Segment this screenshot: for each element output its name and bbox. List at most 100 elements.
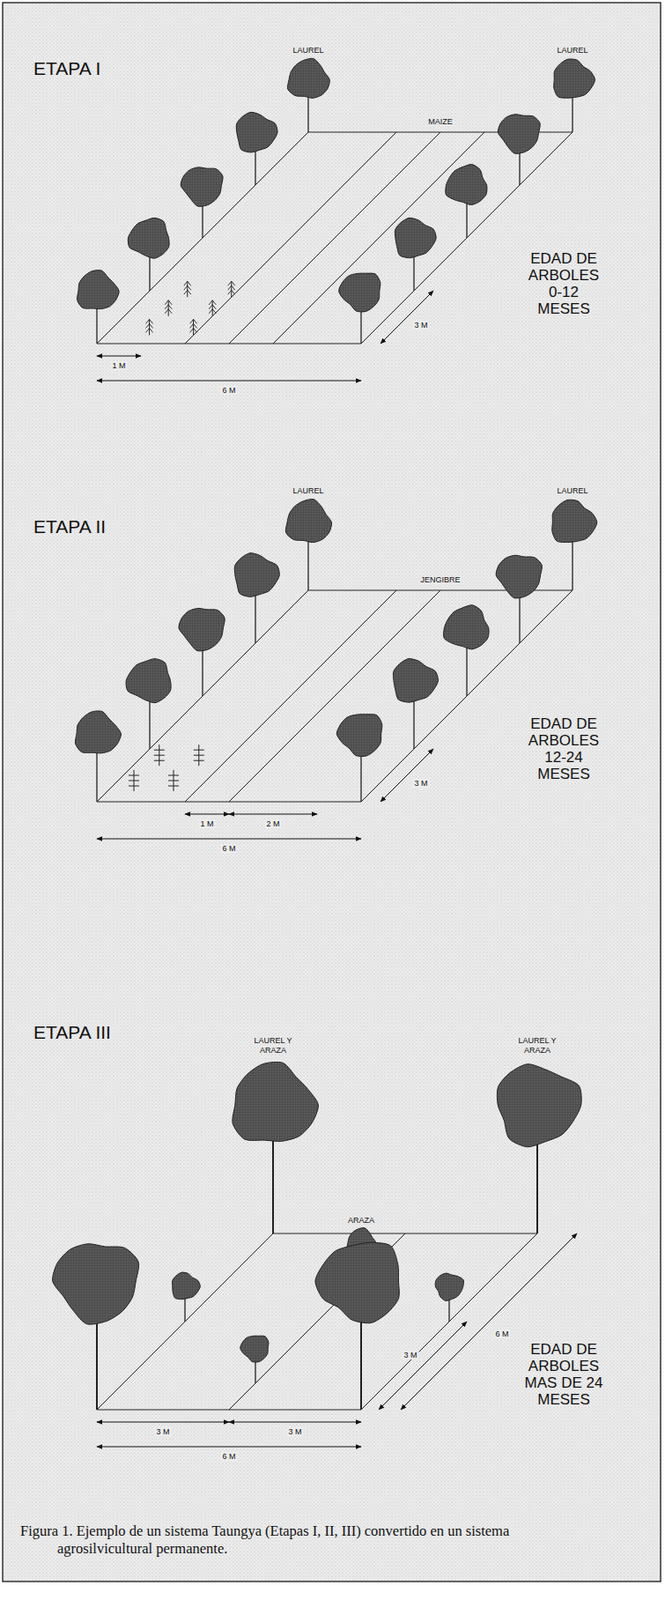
seedling-branch [187, 289, 192, 295]
ginger-leaf [168, 775, 179, 776]
seedling-branch [184, 289, 188, 295]
tree-crown [394, 217, 436, 258]
seedling-branch [190, 323, 194, 328]
stage-two-drawing [74, 498, 597, 839]
tree-crown [435, 1272, 464, 1301]
seedling-branch [228, 285, 232, 290]
crop-row [184, 132, 397, 344]
seedling-branch [146, 323, 150, 328]
seedling-branch [231, 289, 236, 295]
dimension-label: 3 M [412, 320, 429, 330]
seedling-branch [231, 285, 236, 290]
seedling-stem [230, 280, 232, 297]
tree-crown [287, 58, 330, 98]
tree-crown [234, 553, 280, 598]
seedling-branch [228, 289, 232, 295]
dimension-arrow [96, 1446, 362, 1448]
seedling-branch [187, 285, 192, 290]
species-label: LAUREL [292, 486, 324, 496]
crop-label: JENGIBRE [420, 575, 460, 584]
seedling-stem [212, 300, 214, 317]
dimension-label: 3 M [401, 1350, 419, 1360]
ginger-leaf [154, 760, 165, 762]
crop-row [273, 132, 485, 344]
crop-row [229, 590, 441, 802]
seedling-branch [184, 285, 188, 290]
tree-crown [552, 499, 598, 542]
tree-crown [127, 217, 170, 259]
dimension-label: 1 M [198, 819, 215, 828]
seedling-branch [193, 318, 198, 324]
seedling-branch [149, 327, 154, 333]
seedling-branch [146, 318, 150, 324]
dimension-arrow [96, 380, 362, 382]
ginger-leaf [128, 780, 140, 782]
seedling-stem [186, 280, 188, 297]
seedling-branch [190, 318, 194, 324]
dimension-arrow [184, 813, 230, 815]
seedling-stem [168, 300, 170, 317]
seedling-branch [212, 300, 216, 305]
seedling-branch [164, 309, 169, 314]
dimension-arrow [378, 1321, 467, 1410]
seedling-branch [190, 327, 194, 333]
tree-crown [172, 1271, 201, 1300]
dimension-label: 3 M [286, 1426, 303, 1436]
tree-age-label: EDAD DE ARBOLES MAS DE 24 MESES [522, 1340, 606, 1408]
tree-crown [554, 59, 596, 98]
seedling-stem [148, 318, 150, 335]
species-label: LAUREL [556, 45, 588, 55]
seedling-branch [208, 304, 213, 310]
seedling-branch [168, 309, 172, 314]
plot-edge [96, 590, 309, 802]
tree-crown [232, 1061, 319, 1141]
ginger-leaf [193, 754, 205, 756]
tree-crown [336, 714, 383, 757]
tree-crown [443, 605, 489, 650]
seedling-branch [168, 304, 172, 310]
ginger-leaf [154, 749, 165, 751]
figure-frame [2, 2, 661, 1582]
seedling-branch [149, 318, 154, 324]
tree-age-label: EDAD DE ARBOLES 0-12 MESES [522, 250, 606, 318]
ginger-leaf [128, 785, 140, 787]
dimension-arrow [96, 1421, 230, 1423]
tree-crown [52, 1243, 140, 1324]
dimension-label: 6 M [220, 385, 237, 395]
stage-title: ETAPA III [33, 1021, 111, 1043]
dimension-arrow [229, 1421, 362, 1423]
dimension-arrow [96, 838, 362, 840]
dimension-label: 6 M [493, 1329, 510, 1338]
dimension-label: 1 M [110, 361, 127, 370]
dimension-label: 6 M [220, 843, 237, 853]
seedling-branch [212, 309, 216, 314]
dimension-arrow [380, 748, 434, 802]
stage-title: ETAPA I [33, 58, 101, 80]
ginger-leaf [128, 775, 140, 776]
species-label: LAUREL Y ARAZA [246, 1035, 300, 1055]
dimension-arrow [96, 355, 141, 357]
plot-edge [96, 132, 309, 344]
stage-title: ETAPA II [33, 516, 106, 538]
crop-label: MAIZE [428, 117, 453, 126]
tree-crown [285, 498, 332, 542]
seedling-branch [164, 300, 169, 305]
species-label: LAUREL Y ARAZA [510, 1035, 564, 1055]
dimension-arrow [380, 290, 434, 344]
figure-caption: Figura 1. Ejemplo de un sistema Taungya … [20, 1522, 595, 1558]
tree-crown [76, 270, 119, 310]
seedling-branch [228, 280, 232, 286]
seedling-branch [184, 280, 188, 286]
ginger-leaf [168, 780, 179, 782]
ginger-leaf [193, 749, 205, 751]
seedling-branch [212, 304, 216, 310]
tree-crown [339, 273, 381, 312]
tree-crown [125, 658, 171, 703]
tree-crown [496, 1064, 582, 1147]
seedling-branch [208, 309, 213, 314]
tree-crown [392, 658, 438, 703]
tree-crown [178, 607, 225, 651]
seedling-branch [146, 327, 150, 333]
crop-row [229, 1233, 406, 1410]
